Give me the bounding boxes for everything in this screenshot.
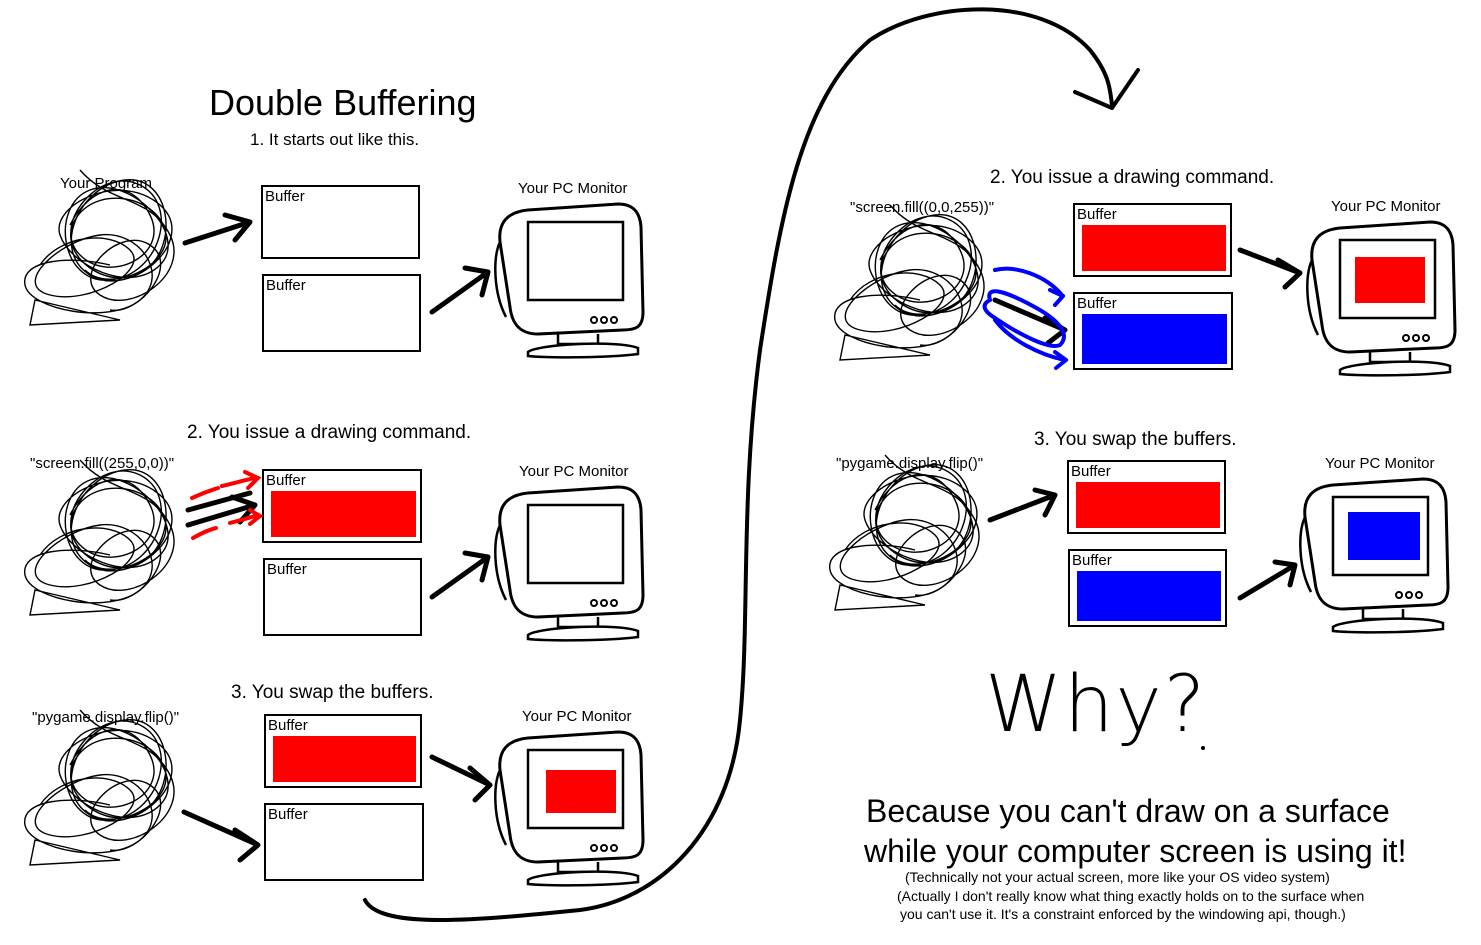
buffer-label: Buffer [1071, 463, 1111, 480]
buffer-box: Buffer [264, 714, 422, 788]
why-note2: (Actually I don't really know what thing… [897, 888, 1365, 904]
step1-heading: 1. It starts out like this. [250, 130, 420, 149]
command-label: "screen.fill((255,0,0))" [30, 455, 175, 472]
buffer-box: Buffer [262, 274, 421, 352]
buffer-label: Buffer [266, 277, 306, 294]
why-answer-line1: Because you can't draw on a surface [866, 793, 1390, 829]
page-title: Double Buffering [209, 82, 477, 123]
blue-fill [1077, 571, 1221, 621]
buffer-box: Buffer [261, 185, 420, 259]
buffer-box: Buffer [1073, 203, 1232, 277]
buffer-label: Buffer [268, 806, 308, 823]
monitor-screen-red [1355, 257, 1425, 303]
red-fill [271, 491, 416, 537]
buffer-label: Buffer [1072, 552, 1112, 569]
buffer-label: Buffer [1077, 206, 1117, 223]
step3-heading: 3. You swap the buffers. [231, 682, 434, 703]
buffer-label: Buffer [267, 561, 307, 578]
step2-heading: 2. You issue a drawing command. [187, 422, 472, 443]
monitor-screen-red [546, 770, 616, 813]
monitor-label: Your PC Monitor [1331, 198, 1441, 215]
step3-heading: 3. You swap the buffers. [1034, 429, 1237, 450]
why-answer-line2: while your computer screen is using it! [864, 833, 1407, 869]
buffer-box: Buffer [262, 469, 422, 543]
buffer-label: Buffer [265, 188, 305, 205]
red-fill [1082, 225, 1226, 271]
monitor-screen-blue [1348, 512, 1420, 560]
why-note3: you can't use it. It's a constraint enfo… [900, 906, 1346, 922]
buffer-label: Buffer [268, 717, 308, 734]
buffer-box: Buffer [264, 803, 424, 881]
monitor-label: Your PC Monitor [1325, 455, 1435, 472]
buffer-box: Buffer [1073, 292, 1233, 370]
red-fill [273, 736, 416, 782]
command-label: "pygame.display.flip()" [836, 455, 984, 472]
buffer-box: Buffer [1068, 549, 1227, 627]
buffer-label: Buffer [1077, 295, 1117, 312]
why-handwritten: Why? [985, 660, 1208, 750]
monitor-label: Your PC Monitor [522, 708, 632, 725]
buffer-label: Buffer [266, 472, 306, 489]
monitor-label: Your PC Monitor [519, 463, 629, 480]
why-note1: (Technically not your actual screen, mor… [905, 869, 1330, 885]
command-label: "screen.fill((0,0,255))" [850, 199, 995, 216]
monitor-label: Your PC Monitor [518, 180, 628, 197]
red-fill [1076, 482, 1220, 528]
buffer-box: Buffer [1067, 460, 1226, 534]
buffer-box: Buffer [263, 558, 422, 636]
step2-heading: 2. You issue a drawing command. [990, 167, 1275, 188]
blue-fill [1082, 314, 1227, 364]
